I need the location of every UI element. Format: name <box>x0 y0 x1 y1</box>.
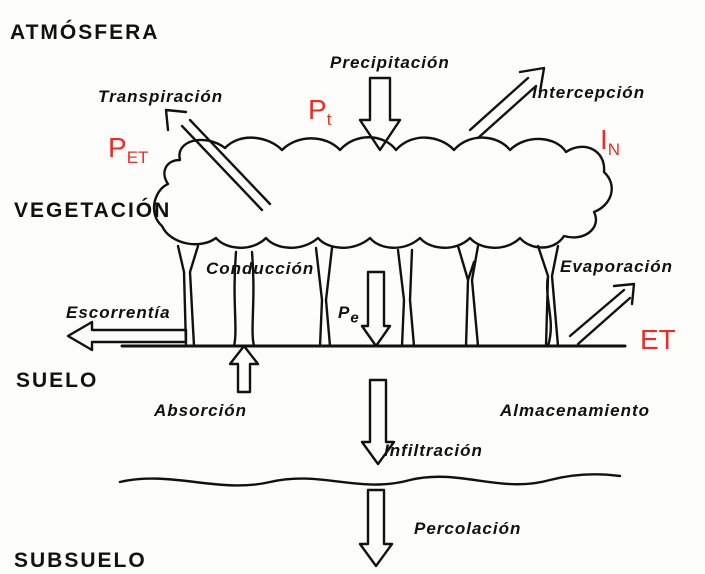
evaporation-arrow <box>568 282 636 346</box>
percolation-arrow <box>358 488 394 568</box>
in-symbol: IN <box>600 124 621 159</box>
infiltration-arrow <box>360 378 396 466</box>
percolation-label: Percolación <box>414 519 522 538</box>
et-symbol: ET <box>640 324 676 355</box>
transpiration-arrow <box>164 108 272 212</box>
pt-symbol: Pt <box>308 94 332 129</box>
evaporation-label: Evaporación <box>560 257 674 276</box>
pe-symbol: Pe <box>338 303 360 327</box>
absorption-label: Absorción <box>154 401 248 420</box>
interception-arrow <box>468 66 546 140</box>
trunk-3 <box>314 246 334 348</box>
absorption-arrow <box>228 344 260 394</box>
storage-label: Almacenamiento <box>500 401 651 420</box>
transpiration-label: Transpiración <box>98 87 224 106</box>
interception-label: Intercepción <box>532 83 646 102</box>
trunk-1 <box>176 244 200 348</box>
subsoil-boundary <box>118 473 622 487</box>
trunk-2 <box>232 250 256 348</box>
precipitation-label: Precipitación <box>330 53 450 72</box>
trunk-5 <box>456 244 480 348</box>
atmosphere-label: ATMÓSFERA <box>10 21 160 44</box>
subsoil-label: SUBSUELO <box>14 549 147 572</box>
trunk-6 <box>536 244 560 348</box>
canopy-outline <box>152 136 613 249</box>
trunk-4 <box>396 248 416 348</box>
precipitation-arrow <box>358 76 402 152</box>
runoff-label: Escorrentía <box>66 303 171 322</box>
runoff-arrow <box>66 320 188 352</box>
effective-precip-arrow <box>360 270 392 348</box>
infiltration-label: Infiltración <box>384 441 483 460</box>
pet-symbol: PET <box>108 132 149 167</box>
conduction-label: Conducción <box>206 259 315 278</box>
soil-label: SUELO <box>16 369 99 392</box>
vegetation-label: VEGETACIÓN <box>14 199 172 222</box>
